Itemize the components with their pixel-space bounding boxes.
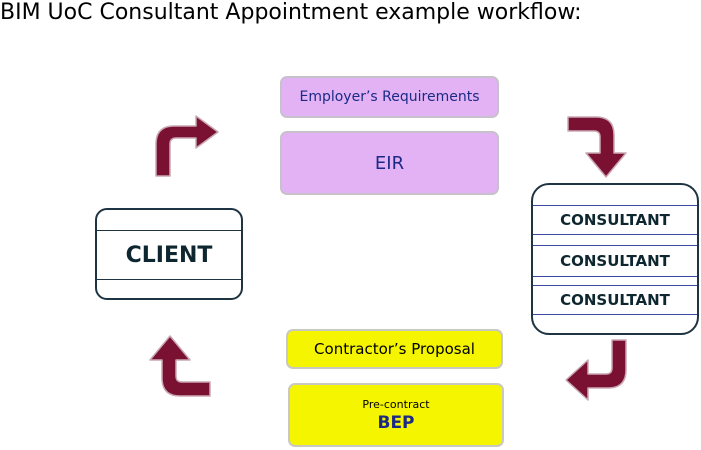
consultant-row-1: CONSULTANT [533,205,697,235]
eir-to-consultant-arrow [567,116,627,178]
client-label: CLIENT [97,230,241,280]
bep-box: Pre-contract BEP [288,383,504,447]
page-title: BIM UoC Consultant Appointment example w… [0,0,582,25]
consultant-stack: CONSULTANT CONSULTANT CONSULTANT [531,183,699,335]
bep-to-client-arrow [149,335,211,397]
contractor-proposal-box: Contractor’s Proposal [286,329,503,369]
consultant-row-3: CONSULTANT [533,285,697,315]
eir-box: EIR [280,131,499,195]
client-box: CLIENT [95,208,243,300]
consultant-row-2: CONSULTANT [533,245,697,277]
bep-small-label: Pre-contract [362,397,430,411]
employer-requirements-box: Employer’s Requirements [280,76,499,118]
bep-big-label: BEP [377,412,415,433]
consultant-to-bep-arrow [565,339,627,401]
client-to-eir-arrow [155,115,219,177]
